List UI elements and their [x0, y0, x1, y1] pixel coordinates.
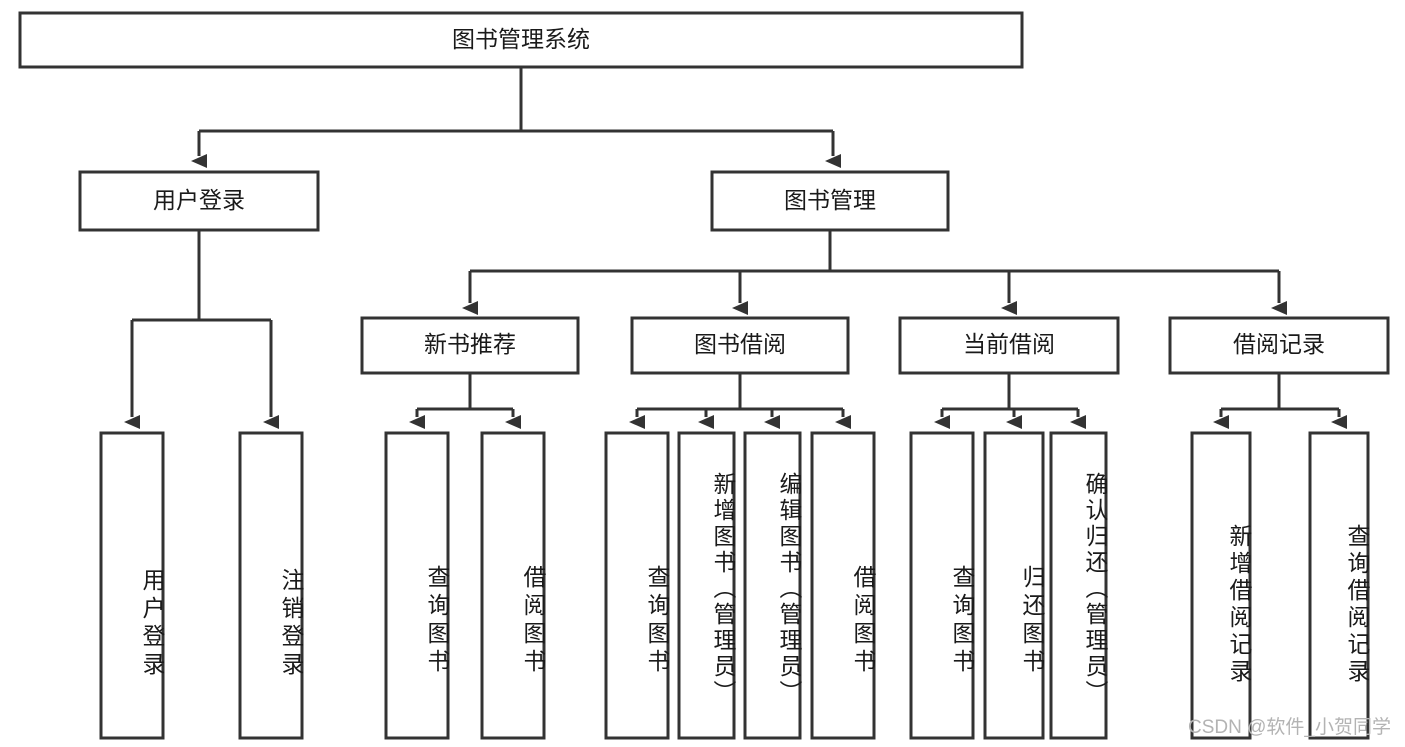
connector-group-borrow	[629, 373, 851, 429]
node-root-system-label: 图书管理系统	[452, 26, 590, 52]
connector-group-new-book	[409, 373, 521, 429]
node-borrow-records-label: 借阅记录	[1233, 331, 1325, 357]
leaf-box-return-book[interactable]	[983, 431, 1045, 740]
connector-group-book-mgmt	[462, 230, 1287, 315]
node-root-system[interactable]: 图书管理系统	[18, 11, 1024, 69]
node-book-borrow-box	[630, 316, 850, 375]
node-book-management-label: 图书管理	[784, 187, 876, 213]
leaf-box-add-book-admin[interactable]	[677, 431, 736, 740]
node-book-management[interactable]: 图书管理	[710, 170, 950, 232]
node-new-book-recommend-label: 新书推荐	[424, 331, 516, 357]
leaf-box-add-borrow-record[interactable]	[1190, 431, 1252, 740]
leaf-box-query-borrow-record[interactable]	[1308, 431, 1370, 740]
node-current-borrow[interactable]: 当前借阅	[898, 316, 1120, 375]
node-user-login-box	[78, 170, 320, 232]
node-borrow-records[interactable]: 借阅记录	[1168, 316, 1390, 375]
leaf-box-query-book-borrow[interactable]	[604, 431, 670, 740]
node-current-borrow-label: 当前借阅	[963, 331, 1055, 357]
connector-group-records	[1213, 373, 1347, 429]
connector-group-user-login	[124, 230, 279, 429]
leaf-box-borrow-book-recommend[interactable]	[480, 431, 546, 740]
leaf-box-query-book-recommend[interactable]	[384, 431, 450, 740]
connector-group-current	[934, 373, 1086, 429]
node-root-system-box	[18, 11, 1024, 69]
node-borrow-records-box	[1168, 316, 1390, 375]
node-user-login-label: 用户登录	[153, 187, 245, 213]
node-user-login[interactable]: 用户登录	[78, 170, 320, 232]
leaf-node-group	[99, 431, 1370, 740]
leaf-box-edit-book-admin[interactable]	[743, 431, 802, 740]
leaf-box-logout[interactable]	[238, 431, 304, 740]
node-book-borrow-label: 图书借阅	[694, 331, 786, 357]
leaf-box-user-login[interactable]	[99, 431, 165, 740]
node-book-borrow[interactable]: 图书借阅	[630, 316, 850, 375]
csdn-watermark: CSDN @软件_小贺同学	[1188, 717, 1391, 738]
node-new-book-recommend[interactable]: 新书推荐	[360, 316, 580, 375]
connector-group-root	[191, 67, 841, 168]
leaf-box-confirm-return-admin[interactable]	[1049, 431, 1108, 740]
node-current-borrow-box	[898, 316, 1120, 375]
node-new-book-recommend-box	[360, 316, 580, 375]
leaf-box-borrow-book[interactable]	[810, 431, 876, 740]
node-book-management-box	[710, 170, 950, 232]
leaf-box-query-book-current[interactable]	[909, 431, 975, 740]
